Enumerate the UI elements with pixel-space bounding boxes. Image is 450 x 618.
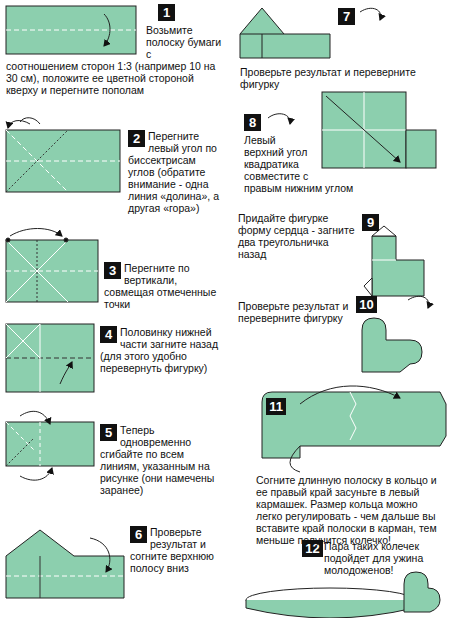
instruction-block: Проверьте результат и согните верхнюю по…	[130, 526, 224, 574]
step-number: 7	[343, 9, 350, 24]
instruction-text: Левый верхний угол квадратика совместите…	[244, 134, 353, 194]
step-number-box: 8	[244, 114, 261, 131]
instruction-block: Пара таких колечек подойдет для ужина мо…	[324, 540, 442, 576]
step-number: 2	[133, 131, 140, 146]
instruction-text: Возьмите полоску бумаги с соотношением с…	[6, 24, 221, 96]
step-number-box: 3	[104, 262, 121, 279]
step-number: 9	[367, 215, 374, 230]
text-spacer	[128, 130, 148, 146]
instruction-block: Перегните левый угол по биссектрисам угл…	[128, 130, 224, 214]
step-number-box: 2	[128, 130, 145, 147]
instruction-block: Половинку нижней части загните назад (дл…	[100, 326, 224, 374]
step-number: 8	[249, 115, 256, 130]
instruction-text: Перегните левый угол по биссектрисам угл…	[128, 130, 219, 214]
instruction-block: Перегните по вертикали, совмещая отмечен…	[104, 262, 224, 310]
text-spacer	[100, 424, 120, 440]
step-number: 4	[105, 327, 112, 342]
step-number-box: 5	[100, 424, 117, 441]
step-number-box: 1	[158, 4, 175, 21]
instruction-text: Проверьте результат и согните верхнюю по…	[130, 526, 214, 574]
instruction-block: Согните длинную полоску в кольцо и ее пр…	[256, 474, 444, 546]
step-number: 3	[109, 263, 116, 278]
instruction-block: Теперь одновременно сгибайте по всем лин…	[100, 424, 224, 496]
step-number: 5	[105, 425, 112, 440]
text-spacer	[104, 262, 124, 278]
instruction-block: Левый верхний угол квадратика совместите…	[244, 134, 444, 194]
instruction-text: Придайте фигурке форму сердца - загните …	[238, 212, 355, 260]
instruction-block: Проверьте результат и переверните фигурк…	[238, 300, 352, 324]
step-number: 6	[135, 527, 142, 542]
step-number-box: 11	[266, 398, 286, 415]
instruction-block: Проверьте результат и переверните фигурк…	[240, 66, 440, 90]
text-spacer	[6, 24, 146, 60]
instruction-text: Пара таких колечек подойдет для ужина мо…	[324, 540, 423, 576]
instruction-text: Перегните по вертикали, совмещая отмечен…	[104, 262, 216, 310]
step-number-box: 9	[362, 214, 379, 231]
step-number: 11	[269, 399, 283, 414]
instruction-block: Возьмите полоску бумаги с соотношением с…	[6, 24, 222, 96]
step-number-box: 4	[100, 326, 117, 343]
instruction-text: Теперь одновременно сгибайте по всем лин…	[100, 424, 214, 496]
step-number-box: 6	[130, 526, 147, 543]
instruction-text: Проверьте результат и переверните фигурк…	[240, 66, 416, 90]
instruction-block: Придайте фигурке форму сердца - загните …	[238, 212, 358, 260]
text-spacer	[312, 134, 444, 174]
step-number-box: 10	[356, 296, 377, 313]
instruction-text: Согните длинную полоску в кольцо и ее пр…	[256, 474, 437, 546]
text-spacer	[100, 326, 120, 342]
instruction-text: Проверьте результат и переверните фигурк…	[238, 300, 348, 324]
text-spacer	[130, 526, 150, 542]
step-number: 10	[359, 297, 373, 312]
instruction-text: Половинку нижней части загните назад (дл…	[100, 326, 218, 374]
step-number: 1	[163, 5, 170, 20]
step-number-box: 7	[338, 8, 355, 25]
